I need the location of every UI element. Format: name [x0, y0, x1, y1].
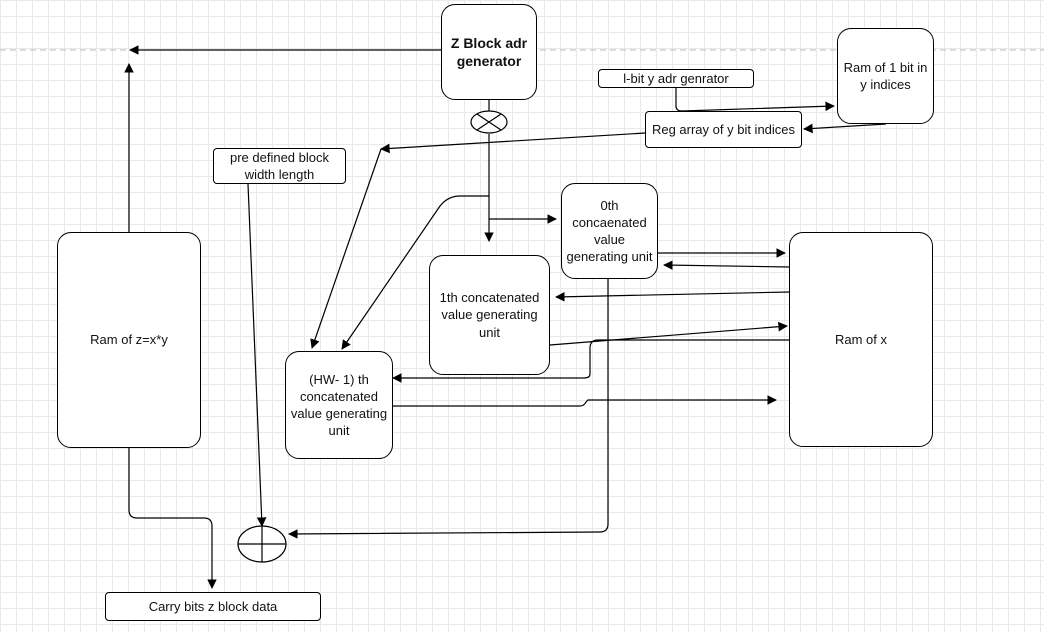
0th-concatenated-value-unit: 0th concaenated value generating unit — [561, 183, 658, 279]
edge-hw1-to-ramx — [393, 395, 777, 407]
hw-1-th-concatenated-value-unit: (HW- 1) th concatenated value generating… — [285, 351, 393, 459]
edge-reg-to-hw1 — [310, 148, 382, 349]
edge-blockwidth-to-adder — [247, 183, 267, 527]
edge-ramx-to-1th — [555, 291, 790, 302]
edge-0th-to-adder — [288, 278, 609, 539]
xor-adder-icon — [237, 525, 287, 563]
ram-of-x: Ram of x — [789, 232, 933, 447]
edge-ram1bit-to-reg — [803, 123, 887, 134]
ram-of-z: Ram of z=x*y — [57, 232, 201, 448]
reg-array-of-y-bit-indices: Reg array of y bit indices — [645, 111, 802, 148]
multiply-circle-icon — [470, 110, 508, 134]
l-bit-y-adr-generator: l-bit y adr genrator — [598, 69, 754, 88]
pre-defined-block-width-length: pre defined block width length — [213, 148, 346, 184]
edge-ramx-to-hw1 — [392, 339, 789, 383]
ram-of-1-bit-in-y-indices: Ram of 1 bit in y indices — [837, 28, 934, 124]
edge-branch-to-hw1 — [341, 195, 489, 350]
z-block-adr-generator: Z Block adr generator — [441, 4, 537, 100]
edge-ramx-to-0th — [663, 260, 790, 270]
edge-reg-to-left — [380, 132, 646, 154]
edge-1th-to-ramx — [549, 321, 788, 346]
edge-lbit-to-ram1bit — [675, 87, 835, 112]
carry-bits-z-block-data: Carry bits z block data — [105, 592, 321, 621]
edge-ramz-to-carry — [128, 448, 217, 589]
1th-concatenated-value-unit: 1th concatenated value generating unit — [429, 255, 550, 375]
